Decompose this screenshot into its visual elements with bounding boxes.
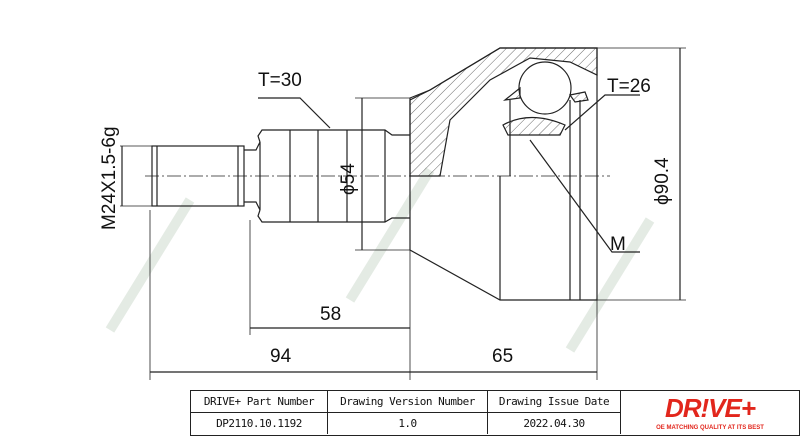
part-number-header: DRIVE+ Part Number xyxy=(191,391,328,413)
watermark xyxy=(105,167,655,353)
version-header: Drawing Version Number xyxy=(328,391,488,413)
t30-leader xyxy=(258,97,331,129)
thread-label: M24X1.5-6g xyxy=(99,126,120,230)
version-value: 1.0 xyxy=(328,413,488,434)
dim65-label: 65 xyxy=(492,346,513,367)
dia904-label: ϕ90.4 xyxy=(652,157,673,205)
dim58-label: 58 xyxy=(320,304,341,325)
t26-label: T=26 xyxy=(607,76,651,97)
date-value: 2022.04.30 xyxy=(488,413,621,434)
drive-plus-logo: DR!VE+ OE MATCHING QUALITY AT ITS BEST xyxy=(656,393,764,431)
m-label: M xyxy=(610,234,626,255)
dim94-label: 94 xyxy=(270,346,292,367)
m-leader xyxy=(529,139,640,253)
title-block: DRIVE+ Part Number Drawing Version Numbe… xyxy=(190,390,800,436)
thread-stub xyxy=(151,145,245,207)
shaft xyxy=(257,129,410,223)
dia54-label: ϕ54 xyxy=(338,163,359,195)
date-header: Drawing Issue Date xyxy=(488,391,621,413)
part-number-value: DP2110.10.1192 xyxy=(191,413,328,434)
t30-label: T=30 xyxy=(258,70,302,91)
t26-leader xyxy=(564,94,640,131)
